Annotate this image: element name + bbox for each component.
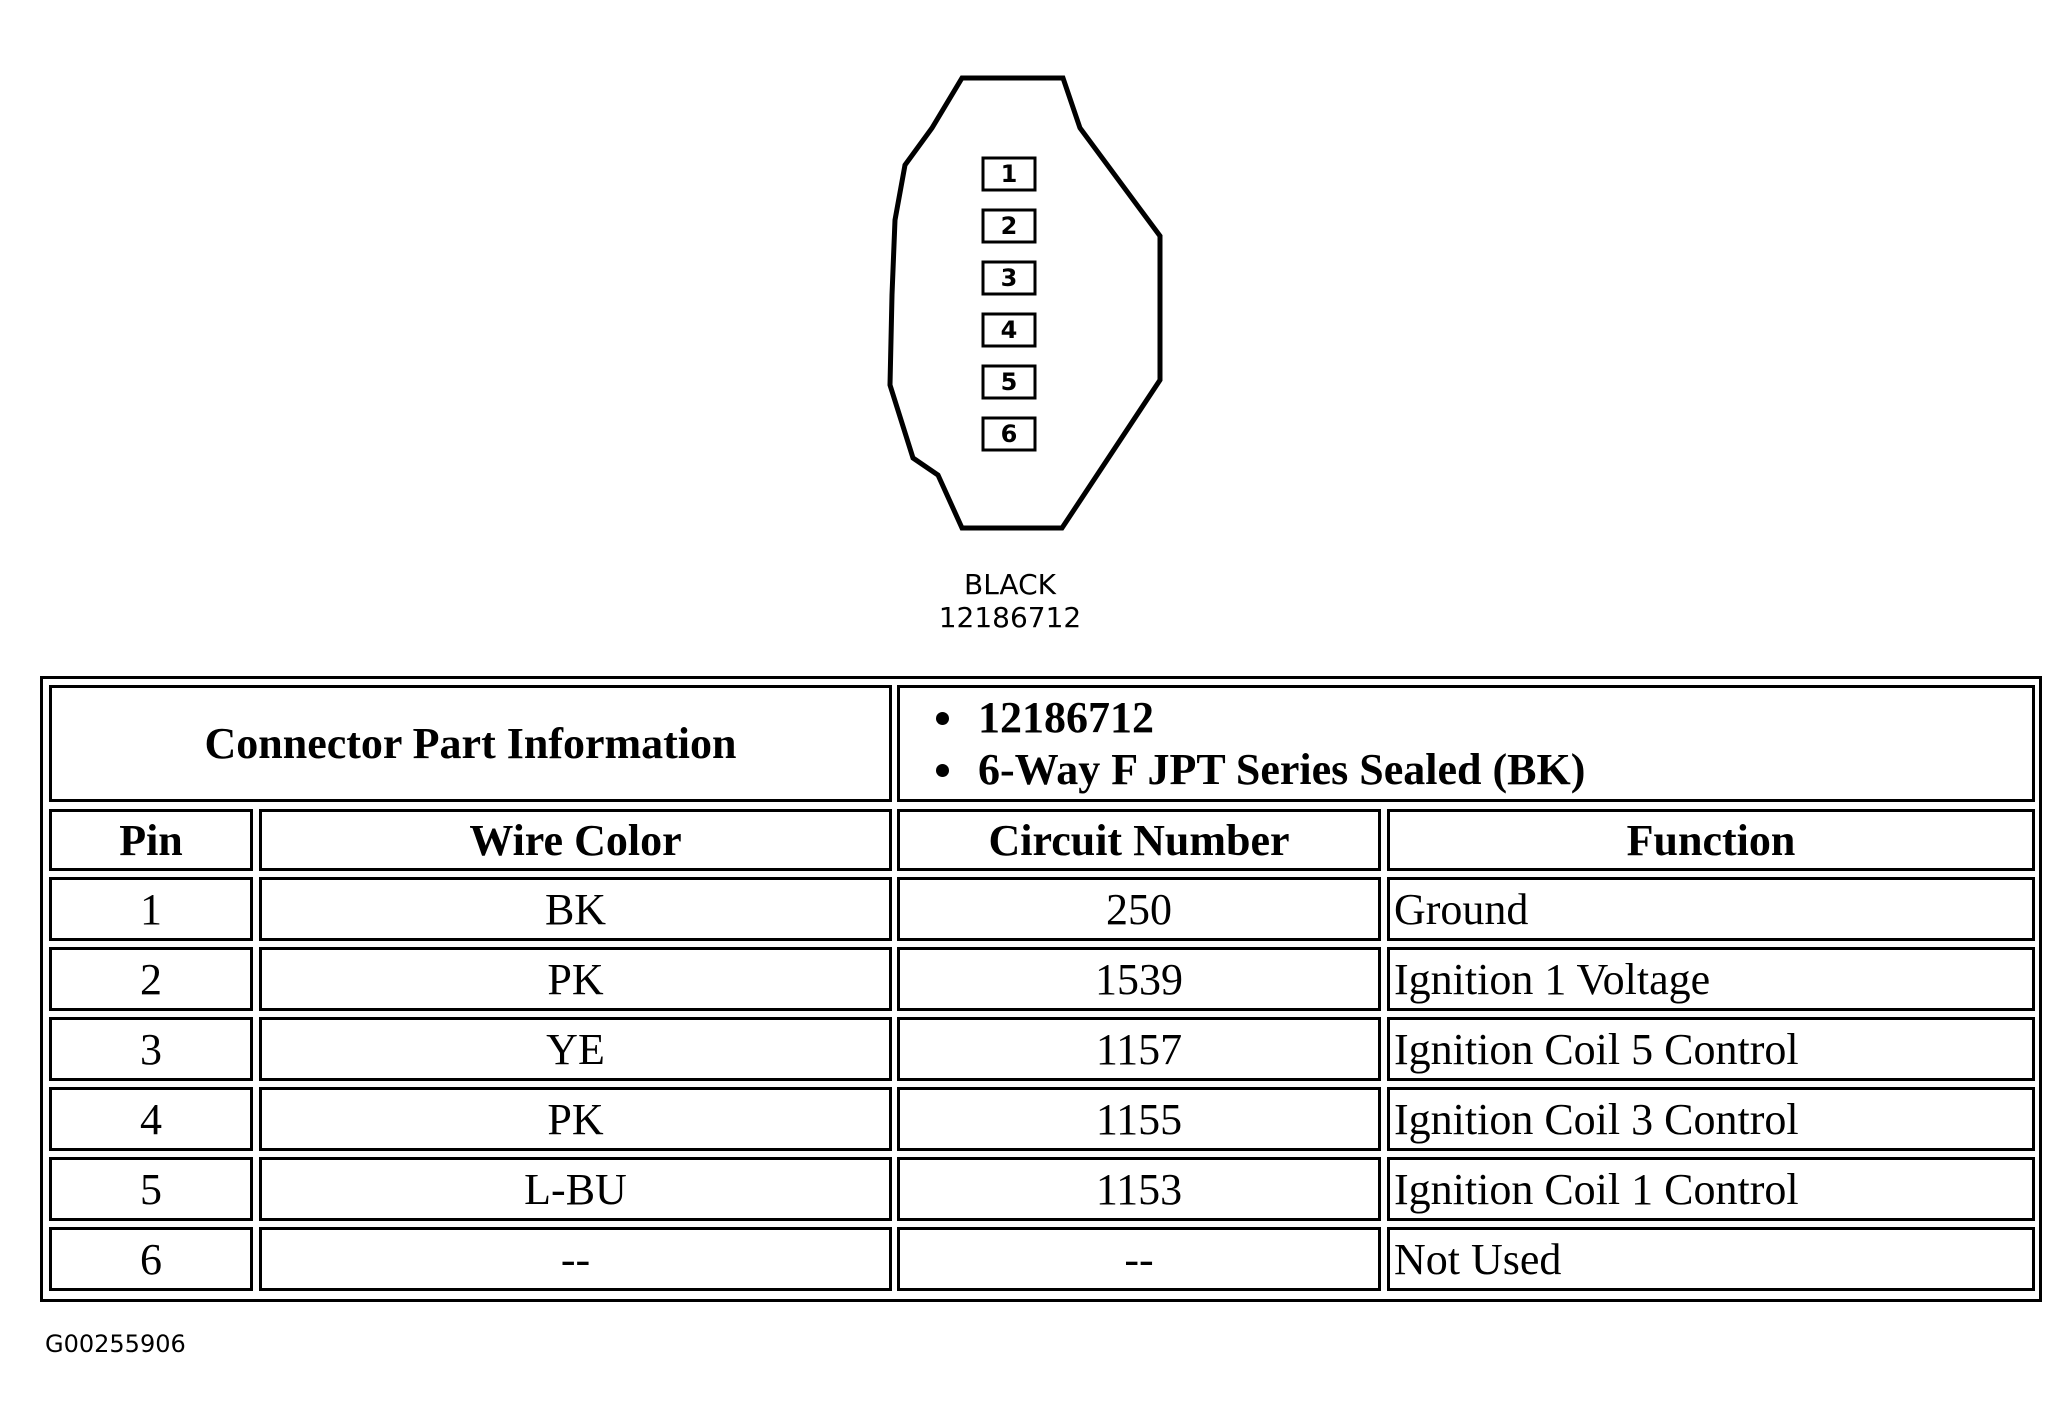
pin-cavity [981, 156, 1037, 192]
pin-cavity-number: 4 [1001, 316, 1018, 344]
column-header-function: Function [1387, 809, 2035, 871]
connector-color-label: BLACK [963, 568, 1057, 601]
table-cell-wire-color: BK [259, 877, 892, 941]
connector-pin-table: Connector Part Information 12186712 6-Wa… [40, 676, 2042, 1302]
pin-cavity-number: 1 [1001, 160, 1018, 188]
table-cell-wire-color: YE [259, 1017, 892, 1081]
pin-cavity [981, 364, 1037, 400]
table-cell-function: Ignition Coil 3 Control [1387, 1087, 2035, 1151]
connector-part-info-cell: 12186712 6-Way F JPT Series Sealed (BK) [897, 685, 2035, 802]
pin-cavity [981, 312, 1037, 348]
table-cell-pin: 1 [49, 877, 253, 941]
table-cell-pin: 4 [49, 1087, 253, 1151]
connector-pin-cavities: 1 2 3 4 5 6 [981, 156, 1037, 452]
table-cell-circuit-number: 250 [897, 877, 1381, 941]
table-cell-pin: 2 [49, 947, 253, 1011]
table-cell-pin: 3 [49, 1017, 253, 1081]
pin-cavity-number: 6 [1001, 420, 1018, 448]
pin-cavity [981, 260, 1037, 296]
connector-part-number-label: 12186712 [938, 601, 1082, 634]
table-cell-function: Ignition 1 Voltage [1387, 947, 2035, 1011]
connector-housing-outline [887, 75, 1163, 531]
table-cell-circuit-number: 1539 [897, 947, 1381, 1011]
column-header-circuit-number: Circuit Number [897, 809, 1381, 871]
table-cell-circuit-number: 1157 [897, 1017, 1381, 1081]
table-cell-wire-color: L-BU [259, 1157, 892, 1221]
pin-cavity-number: 2 [1001, 212, 1018, 240]
table-cell-wire-color: PK [259, 947, 892, 1011]
table-cell-circuit-number: 1153 [897, 1157, 1381, 1221]
column-header-pin: Pin [49, 809, 253, 871]
table-cell-circuit-number: 1155 [897, 1087, 1381, 1151]
table-cell-function: Ground [1387, 877, 2035, 941]
table-cell-function: Not Used [1387, 1227, 2035, 1291]
table-cell-pin: 5 [49, 1157, 253, 1221]
pin-cavity-number: 5 [1001, 368, 1018, 396]
part-info-item: 6-Way F JPT Series Sealed (BK) [935, 744, 1586, 794]
table-cell-function: Ignition Coil 1 Control [1387, 1157, 2035, 1221]
figure-id-label: G00255906 [45, 1330, 186, 1358]
pin-cavity [981, 416, 1037, 452]
table-cell-pin: 6 [49, 1227, 253, 1291]
connector-part-info-header: Connector Part Information [49, 685, 892, 802]
connector-face-diagram: 1 2 3 4 5 6 [887, 75, 1163, 531]
table-cell-wire-color: PK [259, 1087, 892, 1151]
table-cell-function: Ignition Coil 5 Control [1387, 1017, 2035, 1081]
table-cell-circuit-number: -- [897, 1227, 1381, 1291]
table-cell-wire-color: -- [259, 1227, 892, 1291]
column-header-wire-color: Wire Color [259, 809, 892, 871]
pin-cavity-number: 3 [1001, 264, 1018, 292]
pin-cavity [981, 208, 1037, 244]
connector-part-info-list: 12186712 6-Way F JPT Series Sealed (BK) [904, 692, 1585, 796]
part-info-item: 12186712 [935, 692, 1585, 744]
